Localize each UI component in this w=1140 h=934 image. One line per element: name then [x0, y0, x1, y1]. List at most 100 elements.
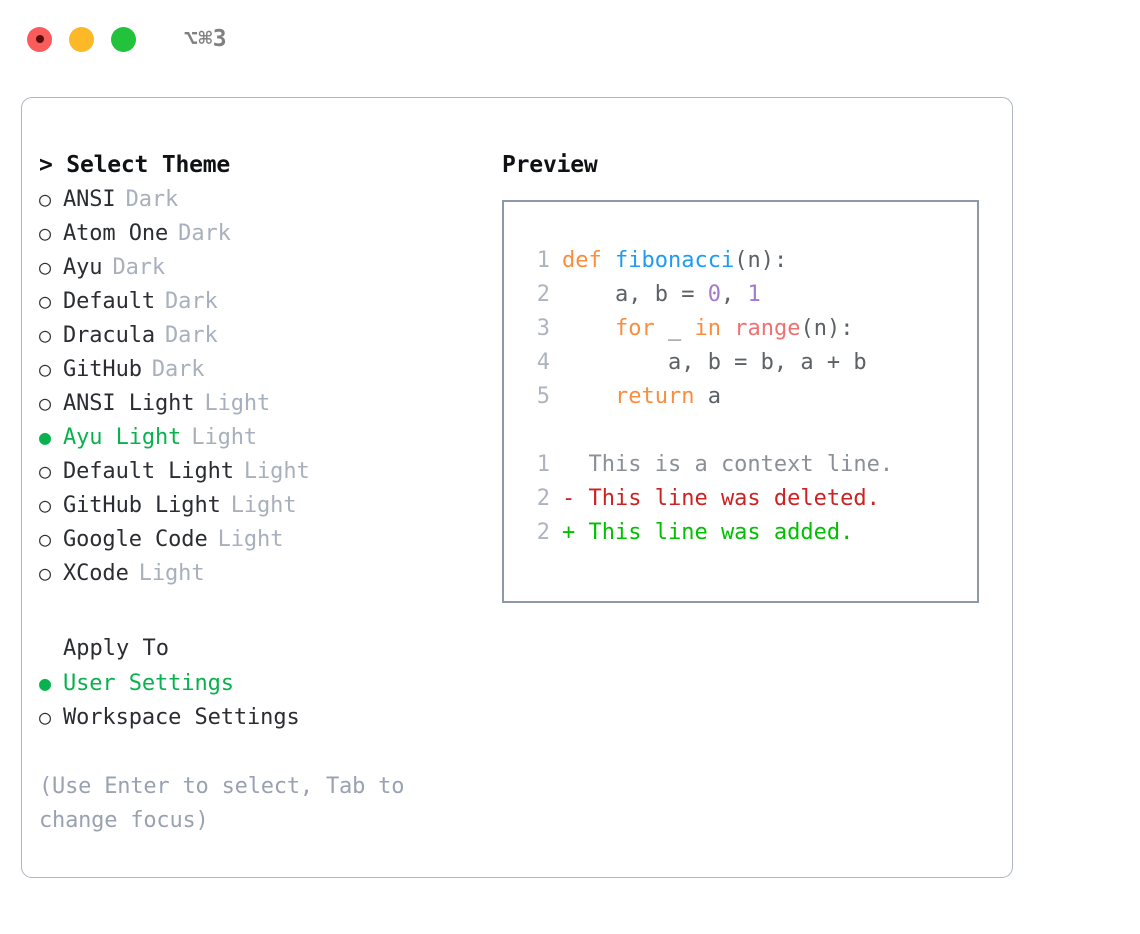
diff-line-content: This is a context line.	[562, 452, 894, 477]
apply-to-option-label: User Settings	[63, 671, 234, 696]
code-token-kw: for	[614, 316, 655, 341]
close-button[interactable]	[27, 26, 52, 52]
keyboard-hint-text: (Use Enter to select, Tab to change focu…	[39, 774, 418, 833]
theme-option-label: XCode	[63, 561, 129, 586]
apply-to-heading: Apply To	[63, 636, 169, 661]
diff-line-content: - This line was deleted.	[562, 486, 880, 511]
code-token-plain: (n):	[734, 248, 788, 273]
code-line-content: return a	[562, 380, 721, 414]
theme-option-label: Ayu	[63, 255, 103, 280]
code-line: 2 a, b = 0, 1	[518, 278, 977, 312]
theme-option-variant: Dark	[165, 323, 218, 348]
theme-option-default[interactable]: ○ Default Dark	[39, 284, 492, 318]
apply-to-option-label: Workspace Settings	[63, 705, 300, 730]
diff-sample: 1 This is a context line. 2 - This line wa…	[518, 448, 977, 550]
radio-unselected-icon: ○	[39, 561, 52, 585]
code-token-kw: def	[562, 248, 615, 273]
theme-option-variant: Light	[191, 425, 258, 450]
code-line: 5 return a	[518, 380, 977, 414]
theme-option-ayu[interactable]: ○ Ayu Dark	[39, 250, 492, 284]
theme-option-label: Google Code	[63, 527, 208, 552]
code-line-number: 2	[536, 282, 550, 307]
code-token-plain: a	[694, 384, 721, 409]
radio-unselected-icon: ○	[39, 221, 52, 245]
theme-option-variant: Dark	[112, 255, 166, 280]
code-token-bi: range	[734, 316, 801, 341]
preview-heading: Preview	[502, 152, 598, 178]
theme-option-label: ANSI	[63, 187, 116, 212]
radio-unselected-icon: ○	[39, 391, 52, 415]
code-token-plain: ,	[720, 282, 748, 307]
code-line: 3 for _ in range(n):	[518, 312, 977, 346]
code-token-plain	[562, 384, 615, 409]
diff-line-number: 2	[536, 520, 550, 545]
title-bar: ⌥⌘3	[0, 0, 1140, 78]
code-token-plain: a, b = b, a + b	[562, 350, 867, 375]
code-spacer	[518, 414, 977, 448]
diff-line-number: 2	[536, 486, 550, 511]
theme-option-variant: Dark	[165, 289, 218, 314]
apply-to-section: Apply To ●User Settings ○ Workspace Settin…	[39, 632, 492, 734]
radio-unselected-icon: ○	[39, 527, 52, 551]
radio-unselected-icon: ○	[39, 323, 52, 347]
radio-unselected-icon: ○	[39, 705, 52, 729]
code-line-content: a, b = 0, 1	[562, 278, 761, 312]
code-token-kw: return	[614, 384, 695, 409]
code-line: 4 a, b = b, a + b	[518, 346, 977, 380]
theme-option-label: GitHub Light	[63, 493, 221, 518]
apply-to-option-user-settings[interactable]: ●User Settings	[39, 666, 492, 700]
radio-unselected-icon: ○	[39, 187, 52, 211]
minimize-button[interactable]	[69, 26, 94, 52]
code-token-fn: fibonacci	[614, 248, 735, 273]
theme-option-label: GitHub	[63, 357, 142, 382]
diff-line-number: 1	[536, 452, 550, 477]
theme-option-label: Default Light	[63, 459, 234, 484]
theme-option-variant: Light	[138, 561, 205, 586]
radio-unselected-icon: ○	[39, 255, 52, 279]
radio-unselected-icon: ○	[39, 459, 52, 483]
code-line-number: 3	[536, 316, 550, 341]
radio-unselected-icon: ○	[39, 289, 52, 313]
diff-line-del: 2 - This line was deleted.	[518, 482, 977, 516]
window-controls	[27, 26, 136, 52]
code-token-plain	[721, 316, 734, 341]
theme-option-xcode[interactable]: ○ XCode Light	[39, 556, 492, 590]
code-line-content: a, b = b, a + b	[562, 346, 867, 380]
code-line-content: for _ in range(n):	[562, 312, 853, 346]
diff-line-content: + This line was added.	[562, 520, 854, 545]
code-token-num: 0	[707, 282, 721, 307]
theme-option-label: ANSI Light	[63, 391, 195, 416]
theme-option-variant: Dark	[178, 221, 231, 246]
radio-selected-icon: ●	[39, 425, 52, 449]
code-token-num: 1	[747, 282, 761, 307]
theme-option-label: Atom One	[63, 221, 169, 246]
code-line-content: def fibonacci(n):	[562, 244, 787, 278]
theme-option-label: Dracula	[63, 323, 156, 348]
code-token-plain	[562, 316, 615, 341]
apply-to-option-list[interactable]: ●User Settings ○ Workspace Settings	[39, 666, 492, 734]
theme-option-dracula[interactable]: ○ Dracula Dark	[39, 318, 492, 352]
diff-line-add: 2 + This line was added.	[518, 516, 977, 550]
theme-option-atom-one[interactable]: ○ Atom One Dark	[39, 216, 492, 250]
apply-to-option-workspace-settings[interactable]: ○ Workspace Settings	[39, 700, 492, 734]
maximize-button[interactable]	[111, 26, 136, 52]
radio-unselected-icon: ○	[39, 357, 52, 381]
theme-option-variant: Light	[217, 527, 284, 552]
select-theme-heading: > Select Theme	[39, 152, 231, 178]
diff-line-ctx: 1 This is a context line.	[518, 448, 977, 482]
theme-option-google-code[interactable]: ○ Google Code Light	[39, 522, 492, 556]
theme-option-label: Default	[63, 289, 156, 314]
